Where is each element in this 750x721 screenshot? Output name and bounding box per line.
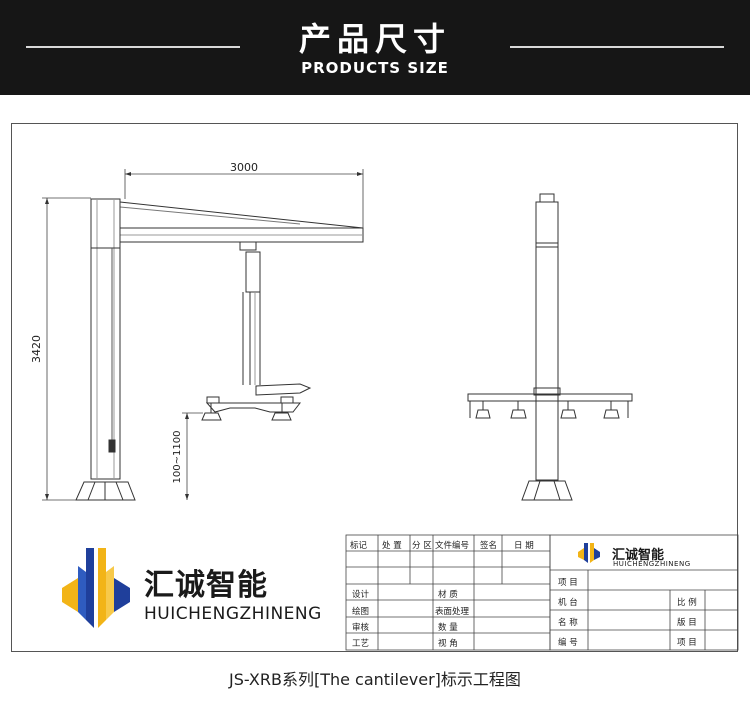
header-banner: 产品尺寸 PRODUCTS SIZE bbox=[0, 0, 750, 95]
tb-far-2: 项 目 bbox=[677, 638, 697, 648]
side-base bbox=[75, 481, 136, 501]
title-block-logo-icon bbox=[578, 543, 600, 563]
brand-name-cn: 汇诚智能 bbox=[144, 568, 268, 603]
header-title-en: PRODUCTS SIZE bbox=[301, 59, 449, 77]
front-column bbox=[535, 201, 559, 481]
header-divider-left bbox=[26, 46, 240, 48]
side-cylinder bbox=[245, 251, 261, 293]
tb-right-2: 名 称 bbox=[558, 618, 578, 628]
side-column bbox=[90, 198, 121, 480]
tb-left-1: 绘图 bbox=[352, 607, 370, 617]
tb-right-1: 机 台 bbox=[558, 598, 578, 608]
tb-far-0: 比 例 bbox=[677, 598, 697, 608]
tb-far-1: 版 目 bbox=[677, 618, 697, 628]
side-tie-rod bbox=[119, 201, 364, 229]
front-suction-beam bbox=[467, 393, 633, 402]
front-base bbox=[521, 480, 573, 501]
tb-logo-cn: 汇诚智能 bbox=[612, 548, 665, 563]
side-suction-frame bbox=[205, 402, 302, 413]
brand-logo-icon bbox=[62, 548, 130, 628]
drawing-frame bbox=[11, 123, 738, 652]
dimension-height: 3420 bbox=[30, 335, 43, 363]
brand-name-en: HUICHENGZHINENG bbox=[144, 604, 322, 624]
tb-mid-1: 表面处理 bbox=[435, 607, 470, 617]
tb-mid-3: 视 角 bbox=[438, 639, 458, 649]
tb-header-3: 文件编号 bbox=[435, 541, 470, 551]
tb-header-0: 标记 bbox=[350, 541, 368, 551]
tb-mid-0: 材 质 bbox=[438, 590, 458, 600]
front-suction-cups bbox=[475, 401, 620, 419]
tb-header-2: 分 区 bbox=[412, 541, 432, 551]
tb-header-5: 日 期 bbox=[514, 541, 534, 551]
tb-header-1: 处 置 bbox=[382, 541, 402, 551]
tb-header-4: 签名 bbox=[480, 541, 498, 551]
dimension-range: 100~1100 bbox=[172, 431, 183, 484]
header-title-cn: 产品尺寸 bbox=[298, 20, 451, 58]
drawing-caption: JS-XRB系列[The cantilever]标示工程图 bbox=[229, 670, 521, 689]
tb-left-3: 工艺 bbox=[352, 639, 370, 649]
tb-left-2: 审核 bbox=[352, 623, 370, 633]
title-block-grid bbox=[345, 534, 739, 651]
dimension-width: 3000 bbox=[230, 161, 258, 174]
header-divider-right bbox=[510, 46, 724, 48]
tb-right-0: 项 目 bbox=[558, 578, 578, 588]
tb-left-0: 设计 bbox=[352, 590, 370, 600]
tb-mid-2: 数 量 bbox=[438, 623, 458, 633]
tb-logo-en: HUICHENGZHINENG bbox=[613, 560, 691, 568]
tb-right-3: 编 号 bbox=[558, 638, 578, 648]
